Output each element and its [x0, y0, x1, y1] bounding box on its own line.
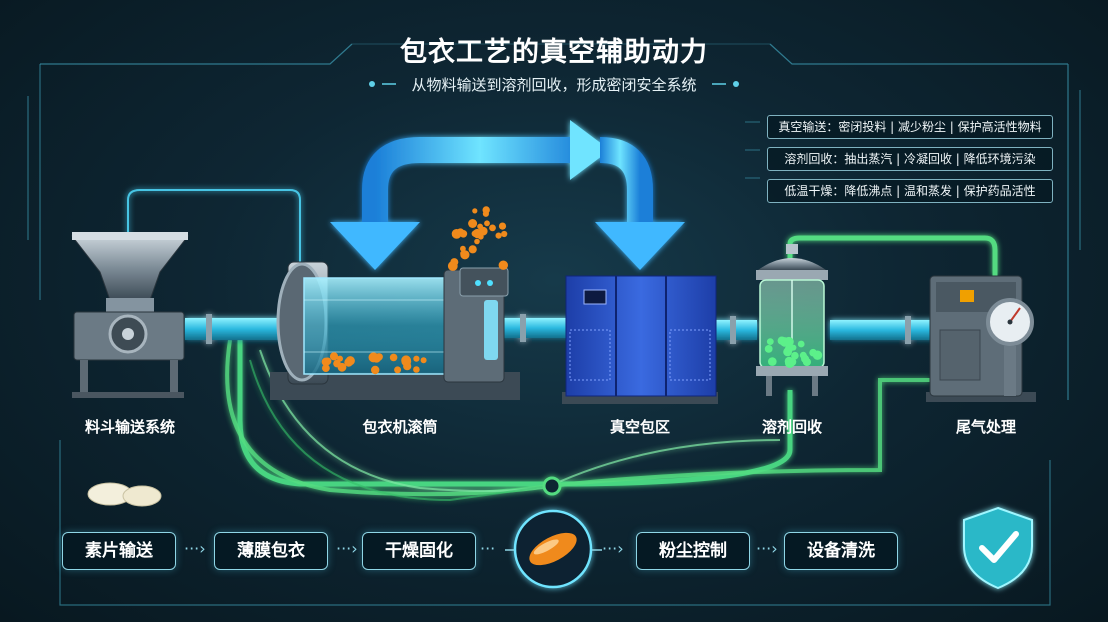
- page-title: 包衣工艺的真空辅助动力: [400, 37, 708, 68]
- coated-tablet-icon: [513, 509, 593, 589]
- recovered-solvent-bead: [801, 354, 809, 363]
- page-subtitle: 从物料输送到溶剂回收，形成密闭安全系统: [411, 76, 697, 94]
- white-tablets-icon: [87, 482, 162, 507]
- label-solvent-recovery: 溶剂回收: [761, 418, 822, 436]
- exhaust-treatment-unit: [926, 275, 1036, 402]
- recovered-solvent-bead: [814, 352, 821, 360]
- recovered-solvent-bead: [764, 345, 773, 353]
- drum-tablet-dot: [329, 352, 339, 361]
- coating-drum-machine: [270, 261, 520, 400]
- falling-tablet-dot: [451, 262, 458, 269]
- step-arrow-icon: ···›: [756, 539, 778, 558]
- vacuum-flow-arrow: [330, 120, 685, 270]
- step-arrow-icon: ···: [480, 539, 496, 558]
- falling-tablet-dot: [468, 245, 477, 254]
- recovered-solvent-bead: [784, 336, 794, 347]
- step-arrow-icon: ···›: [336, 539, 358, 558]
- falling-tablet-dot: [460, 245, 466, 252]
- recovered-solvent-bead: [790, 344, 797, 351]
- drum-tablet-dot: [375, 353, 383, 361]
- recovered-solvent-bead: [783, 347, 792, 357]
- drum-tablet-dot: [337, 355, 343, 362]
- label-vacuum-zone: 真空包区: [609, 418, 670, 436]
- label-hopper: 料斗输送系统: [84, 418, 175, 436]
- drum-tablet-dot: [389, 353, 398, 362]
- falling-tablet-dot: [468, 219, 478, 228]
- feature-solvent-recovery: 溶剂回收：抽出蒸汽 | 冷凝回收 | 降低环境污染: [767, 147, 1053, 171]
- falling-tablet-dot: [460, 250, 470, 260]
- step-film-coating: 薄膜包衣: [214, 532, 328, 570]
- drum-tablet-dot: [371, 365, 380, 375]
- step-drying-curing: 干燥固化: [362, 532, 476, 570]
- recirculation-pipes: [225, 235, 998, 502]
- drum-tablet-dot: [401, 356, 412, 367]
- feature-vacuum-conveying: 真空输送：密闭投料 | 减少粉尘 | 保护高活性物料: [767, 115, 1053, 139]
- recovered-solvent-bead: [791, 351, 799, 360]
- label-drum: 包衣机滚筒: [362, 418, 438, 436]
- drum-tablet-dot: [321, 357, 330, 366]
- main-pipe-line: [127, 189, 935, 344]
- step-tablet-conveying: 素片输送: [62, 532, 176, 570]
- drum-tablet-dot: [413, 366, 420, 373]
- recovered-solvent-bead: [797, 340, 805, 348]
- recovered-solvent-bead: [784, 356, 794, 366]
- falling-tablet-dot: [498, 260, 508, 270]
- step-arrow-icon: ···›: [602, 539, 624, 558]
- safety-shield-icon: [963, 506, 1033, 590]
- step-arrow-icon: ···›: [184, 539, 206, 558]
- vacuum-cabinet-machine: [562, 275, 718, 404]
- drum-tablet-dot: [394, 366, 402, 374]
- drum-tablet-dot: [333, 359, 341, 368]
- falling-tablet-dot: [484, 220, 490, 227]
- label-exhaust: 尾气处理: [955, 418, 1016, 436]
- drum-tablet-dot: [420, 357, 427, 364]
- drum-tablet-dot: [345, 356, 355, 366]
- step-dust-control: 粉尘控制: [636, 532, 750, 570]
- drum-tablet-dot: [413, 355, 420, 362]
- falling-tablet-dot: [482, 210, 489, 217]
- falling-tablet-dot: [501, 230, 508, 238]
- falling-tablet-dot: [474, 238, 480, 245]
- falling-tablet-dot: [472, 208, 478, 214]
- tablet-particles: [321, 206, 823, 375]
- drum-tablet-dot: [322, 364, 330, 372]
- falling-tablet-dot: [471, 230, 478, 237]
- recovered-solvent-bead: [766, 338, 774, 345]
- solvent-recovery-tank: [756, 244, 828, 396]
- falling-tablet-dot: [489, 224, 496, 232]
- hopper-machine: [70, 232, 190, 398]
- recovered-solvent-bead: [777, 336, 786, 345]
- feature-low-temp-drying: 低温干燥：降低沸点 | 温和蒸发 | 保护药品活性: [767, 179, 1053, 203]
- falling-tablet-dot: [498, 222, 507, 230]
- recovered-solvent-bead: [768, 357, 777, 366]
- step-equipment-cleaning: 设备清洗: [784, 532, 898, 570]
- falling-tablet-dot: [495, 232, 502, 239]
- falling-tablet-dot: [456, 228, 465, 237]
